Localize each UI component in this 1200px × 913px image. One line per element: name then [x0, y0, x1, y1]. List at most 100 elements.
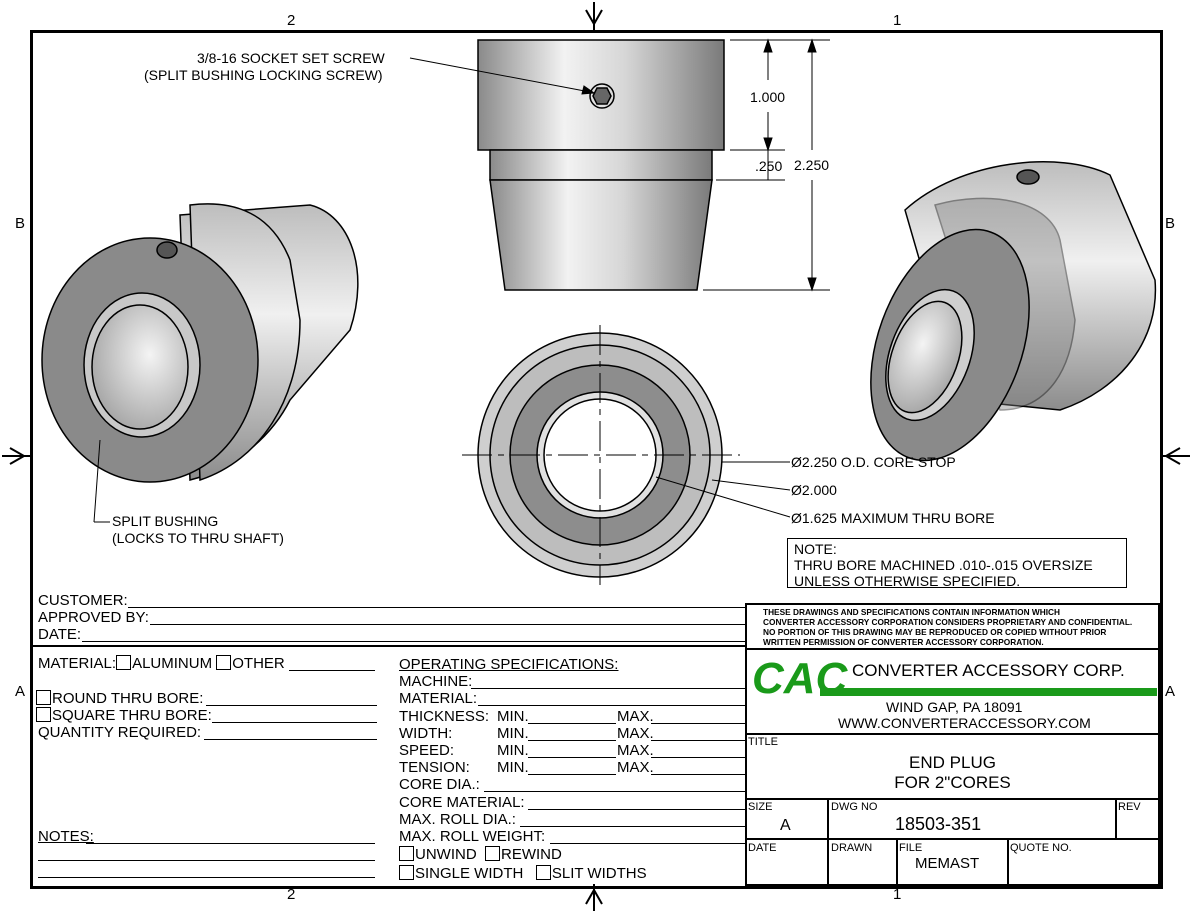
- zone-label: A: [15, 683, 26, 700]
- notes-field[interactable]: [86, 843, 375, 844]
- round-bore-label: ROUND THRU BORE:: [36, 690, 203, 707]
- thickness-max-field[interactable]: [651, 723, 745, 724]
- cac-logo: CAC: [752, 654, 1157, 703]
- date-label: DATE:: [38, 626, 82, 643]
- callout-thru-bore: Ø1.625 MAXIMUM THRU BORE: [791, 510, 995, 526]
- iso-view-left: [41, 203, 359, 523]
- divider: [745, 733, 1160, 735]
- disclaimer: THESE DRAWINGS AND SPECIFICATIONS CONTAI…: [763, 607, 1133, 647]
- file-label: FILE: [899, 842, 923, 854]
- square-bore-field[interactable]: [212, 722, 377, 723]
- notes-label: NOTES:: [38, 828, 94, 845]
- square-bore-label: SQUARE THRU BORE:: [36, 707, 212, 724]
- thickness-min-field[interactable]: [528, 723, 616, 724]
- tension-max-field[interactable]: [651, 774, 745, 775]
- other-field[interactable]: [289, 670, 375, 671]
- note-label: NOTE:: [794, 541, 837, 557]
- rewind-checkbox[interactable]: [485, 846, 500, 861]
- divider: [745, 838, 1160, 840]
- slit-widths-checkbox[interactable]: [535, 865, 551, 880]
- unwind-option: UNWIND REWIND: [399, 846, 562, 863]
- quantity-label: QUANTITY REQUIRED:: [38, 724, 202, 741]
- rev-label: REV: [1118, 801, 1141, 813]
- date-field[interactable]: [82, 641, 745, 642]
- note-line: UNLESS OTHERWISE SPECIFIED.: [794, 573, 1021, 589]
- divider: [30, 645, 745, 647]
- max-label: MAX.: [617, 708, 654, 725]
- min-label: MIN.: [497, 759, 529, 776]
- max-roll-dia-field[interactable]: [520, 826, 745, 827]
- machine-field[interactable]: [471, 688, 745, 689]
- company-name: CONVERTER ACCESSORY CORP.: [852, 661, 1125, 680]
- spec-material-label: MATERIAL:: [399, 690, 478, 707]
- callout-split-bushing-note: (LOCKS TO THRU SHAFT): [112, 530, 284, 546]
- width-max-field[interactable]: [651, 740, 745, 741]
- zone-label: B: [1165, 215, 1176, 232]
- min-label: MIN.: [497, 725, 529, 742]
- zone-label: A: [1165, 683, 1176, 700]
- size-label: SIZE: [748, 801, 773, 813]
- notes-field[interactable]: [38, 860, 375, 861]
- spec-material-field[interactable]: [478, 705, 745, 706]
- end-view: [462, 325, 791, 585]
- other-checkbox[interactable]: [216, 655, 232, 670]
- note-box: NOTE: THRU BORE MACHINED .010-.015 OVERS…: [787, 538, 1127, 589]
- company-website[interactable]: WWW.CONVERTERACCESSORY.COM: [838, 715, 1091, 731]
- file-value: MEMAST: [915, 855, 980, 872]
- core-dia-field[interactable]: [484, 791, 745, 792]
- callout-od-core-stop: Ø2.250 O.D. CORE STOP: [791, 454, 956, 470]
- min-label: MIN.: [497, 742, 529, 759]
- max-roll-weight-label: MAX. ROLL WEIGHT:: [399, 828, 546, 845]
- tension-min-field[interactable]: [528, 774, 616, 775]
- dim-upper: 1.000: [750, 89, 786, 105]
- callout-set-screw-note: (SPLIT BUSHING LOCKING SCREW): [144, 67, 383, 83]
- material-label: MATERIAL:ALUMINUM OTHER: [38, 655, 285, 672]
- zone-label: B: [15, 215, 26, 232]
- iso-view-right: [870, 161, 1157, 462]
- core-dia-label: CORE DIA.:: [399, 776, 480, 793]
- min-label: MIN.: [497, 708, 529, 725]
- dim-overall: 2.250: [794, 157, 830, 174]
- note-line: THRU BORE MACHINED .010-.015 OVERSIZE: [794, 557, 1093, 573]
- dimension-lines: [409, 38, 830, 292]
- quantity-field[interactable]: [204, 739, 377, 740]
- customer-label: CUSTOMER:: [38, 592, 128, 609]
- width-min-field[interactable]: [528, 740, 616, 741]
- round-bore-checkbox[interactable]: [36, 690, 51, 705]
- quote-no-label: QUOTE NO.: [1010, 842, 1072, 854]
- zone-label: 2: [287, 886, 296, 903]
- single-width-checkbox[interactable]: [399, 865, 414, 880]
- machine-label: MACHINE:: [399, 673, 473, 690]
- max-roll-weight-field[interactable]: [550, 843, 745, 844]
- approved-by-field[interactable]: [150, 624, 745, 625]
- max-label: MAX.: [617, 759, 654, 776]
- speed-min-field[interactable]: [528, 757, 616, 758]
- aluminum-checkbox[interactable]: [116, 655, 132, 670]
- zone-label: 1: [893, 886, 902, 903]
- round-bore-field[interactable]: [206, 705, 377, 706]
- notes-field[interactable]: [38, 877, 375, 878]
- callout-split-bushing: SPLIT BUSHING: [112, 513, 219, 529]
- divider: [745, 798, 1160, 800]
- square-bore-checkbox[interactable]: [36, 707, 51, 722]
- speed-max-field[interactable]: [651, 757, 745, 758]
- approved-by-label: APPROVED BY:: [38, 609, 149, 626]
- zone-label: 1: [893, 12, 902, 29]
- zone-label: 2: [287, 12, 296, 29]
- thickness-label: THICKNESS:: [399, 708, 490, 725]
- title-block: [745, 603, 1160, 886]
- tension-label: TENSION:: [399, 759, 470, 776]
- core-material-field[interactable]: [528, 809, 745, 810]
- size-value: A: [780, 817, 791, 834]
- callout-dia-2000: Ø2.000: [791, 482, 837, 498]
- unwind-checkbox[interactable]: [399, 846, 414, 861]
- divider: [745, 648, 1160, 650]
- core-material-label: CORE MATERIAL:: [399, 794, 525, 811]
- date-label: DATE: [748, 842, 777, 854]
- customer-field[interactable]: [128, 607, 745, 608]
- width-option: SINGLE WIDTH SLIT WIDTHS: [399, 865, 647, 882]
- drawing-border: [30, 30, 1163, 889]
- max-roll-dia-label: MAX. ROLL DIA.:: [399, 811, 516, 828]
